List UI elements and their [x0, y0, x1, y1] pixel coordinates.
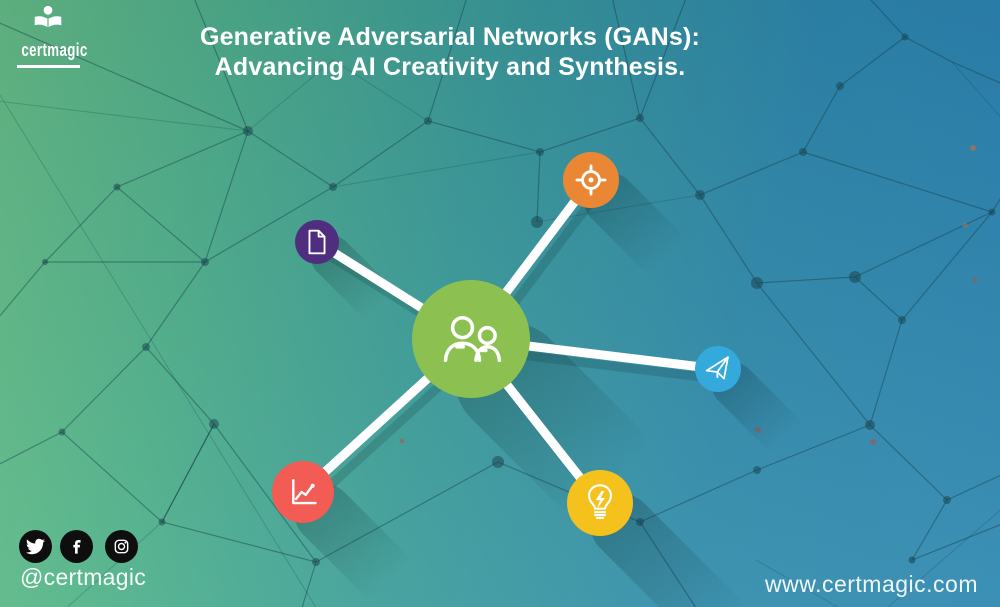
- twitter-button[interactable]: [19, 530, 52, 563]
- brand-logo: certmagic: [12, 5, 88, 68]
- users-icon: [443, 315, 502, 363]
- satellite-node-target: [563, 152, 619, 208]
- facebook-button[interactable]: [60, 530, 93, 563]
- lightbulb-icon: [587, 484, 613, 519]
- title-line-2: Advancing AI Creativity and Synthesis.: [214, 53, 686, 81]
- satellite-node-send: [695, 346, 741, 392]
- brand-name: certmagic: [21, 40, 88, 60]
- satellite-node-document: [295, 220, 339, 264]
- satellite-node-analytics: [272, 461, 334, 523]
- paper-plane-icon: [705, 356, 729, 380]
- line-chart-icon: [292, 479, 317, 505]
- twitter-icon: [26, 538, 45, 555]
- document-icon: [308, 229, 326, 255]
- satellite-node-idea: [567, 470, 633, 536]
- person-reading-icon: [34, 5, 62, 28]
- center-node-users: [412, 280, 530, 398]
- facebook-icon: [73, 540, 81, 554]
- website-link[interactable]: www.certmagic.com: [765, 571, 978, 597]
- social-handle: @certmagic: [20, 564, 147, 590]
- target-icon: [575, 164, 607, 196]
- instagram-icon: [114, 539, 129, 554]
- page-title: Generative Adversarial Networks (GANs): …: [135, 22, 765, 82]
- brand-underline: [16, 65, 80, 68]
- instagram-button[interactable]: [105, 530, 138, 563]
- title-line-1: Generative Adversarial Networks (GANs):: [199, 23, 701, 51]
